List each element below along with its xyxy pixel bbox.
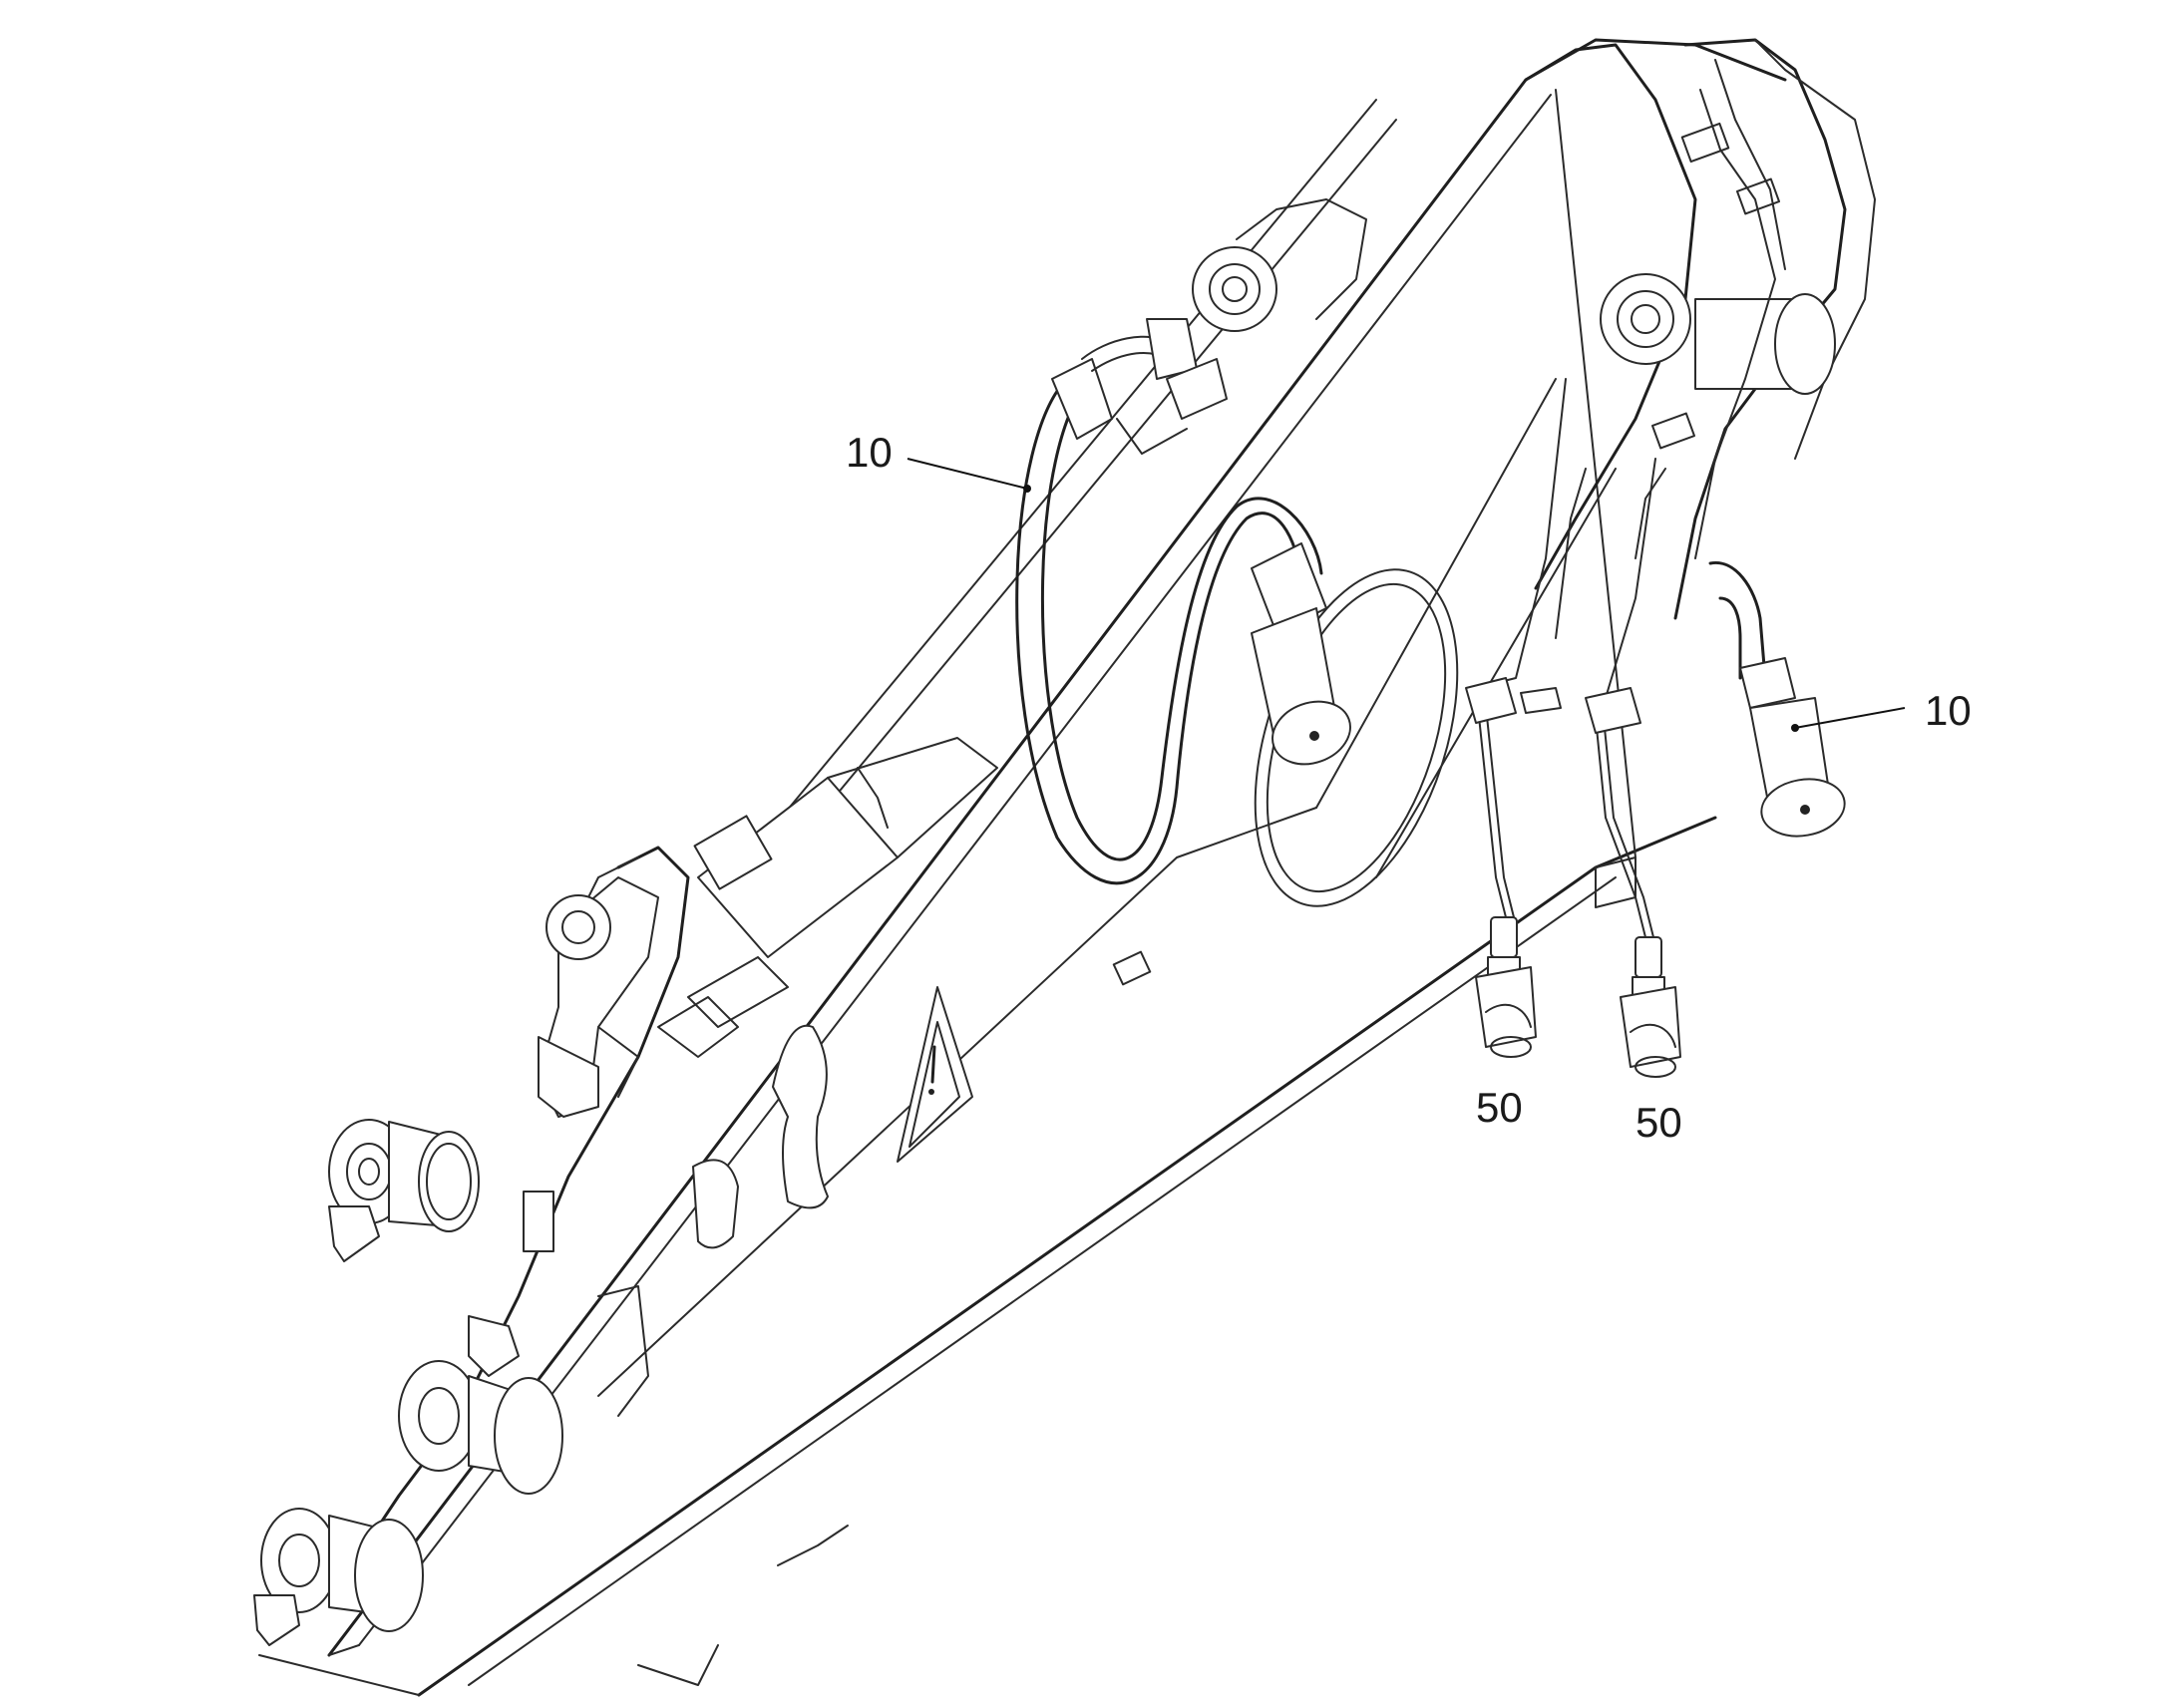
boom-foot [253,846,690,1646]
callout-hose-right: 10 [1925,687,1972,734]
boom-body [258,38,1787,1697]
boom-head-bracket [1524,38,1876,620]
callout-fitting-left: 50 [1476,1084,1523,1131]
warning-label [897,986,973,1163]
upper-pin-boss [1192,198,1367,332]
test-fitting-left [1475,916,1537,1058]
test-fitting-right [1620,936,1681,1078]
decal-shapes [692,950,1152,1249]
callout-leaders [907,458,1906,732]
boom-underside [597,1285,849,1686]
hydraulic-hose-left [1015,318,1351,885]
small-pipes [1465,378,1666,938]
callout-fitting-right: 50 [1635,1099,1682,1146]
callout-hose-left: 10 [846,429,893,476]
hydraulic-cylinder [657,737,998,1058]
hydraulic-hose-right [1708,561,1846,838]
